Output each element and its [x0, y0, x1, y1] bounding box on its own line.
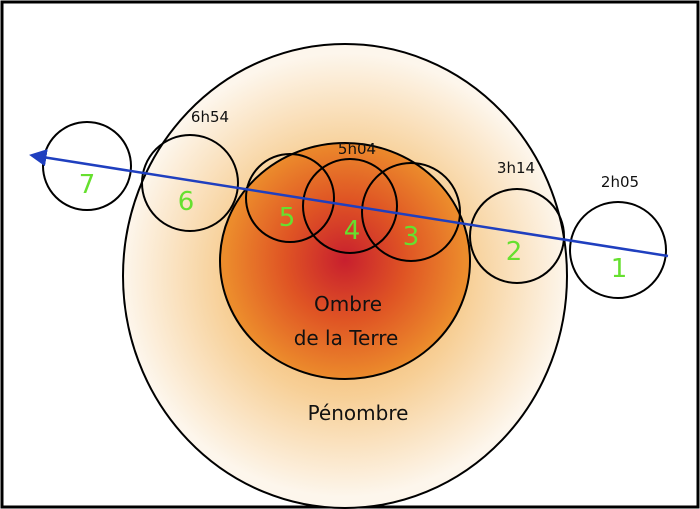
phase-number-2: 2 [506, 237, 523, 267]
phase-number-7: 7 [79, 170, 96, 200]
umbra-disc [219, 142, 471, 380]
time-label-phase-4: 5h04 [338, 140, 376, 158]
moon-position-6 [141, 134, 239, 232]
phase-number-4: 4 [344, 216, 361, 246]
phase-number-3: 3 [403, 222, 420, 252]
penumbra-label: Pénombre [308, 401, 409, 425]
time-label-phase-2: 3h14 [497, 159, 535, 177]
moon-position-2 [469, 188, 565, 284]
moon-position-4 [302, 158, 398, 254]
phase-number-1: 1 [611, 254, 628, 284]
umbra-label-line1: Ombre [314, 292, 382, 316]
time-label-phase-1: 2h05 [601, 173, 639, 191]
phase-number-5: 5 [279, 203, 296, 233]
moon-orbit-arrow [29, 148, 669, 258]
moon-positions [42, 121, 667, 299]
moon-position-1 [569, 201, 667, 299]
time-label-phase-6: 6h54 [191, 108, 229, 126]
umbra-label-line2: de la Terre [294, 326, 399, 350]
moon-position-5 [245, 153, 335, 243]
phase-number-6: 6 [178, 187, 195, 217]
phase-numbers: 1 2 3 4 5 6 7 [79, 170, 628, 284]
moon-position-3 [361, 162, 461, 262]
